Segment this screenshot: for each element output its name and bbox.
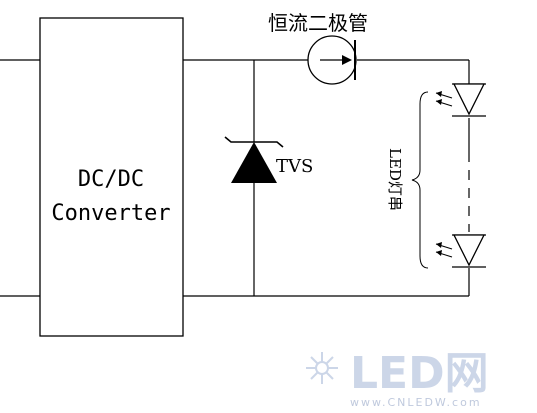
converter-label-line2: Converter bbox=[51, 201, 170, 226]
watermark-site: www.CNLEDW.com bbox=[350, 396, 482, 409]
led-upper bbox=[435, 83, 486, 117]
watermark-brand: LED网 bbox=[350, 348, 489, 399]
led-string-label: LED灯串 bbox=[386, 148, 404, 211]
watermark-logo: LED网 www.CNLEDW.com bbox=[306, 348, 489, 409]
tvs-diode-bar bbox=[224, 136, 284, 148]
cc-diode-arrow-head bbox=[342, 55, 352, 65]
led-lower bbox=[435, 234, 486, 268]
tvs-diode-triangle bbox=[231, 142, 277, 183]
cc-diode-label: 恒流二极管 bbox=[268, 11, 368, 35]
tvs-label: TVS bbox=[276, 156, 313, 177]
converter-label-line1: DC/DC bbox=[78, 167, 144, 192]
led-string-brace bbox=[411, 91, 429, 269]
dcdc-converter-box bbox=[39, 17, 184, 337]
